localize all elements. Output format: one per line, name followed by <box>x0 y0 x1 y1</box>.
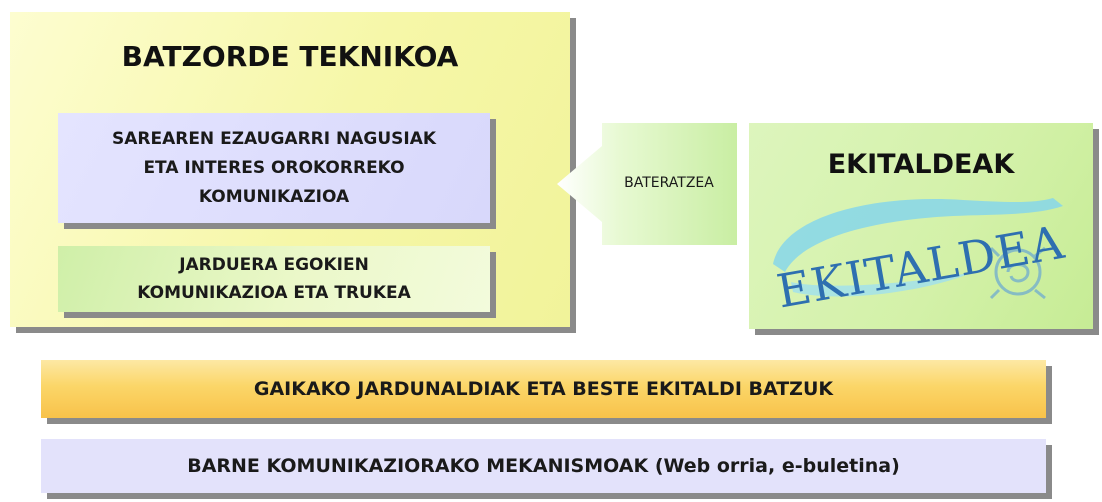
gaikako-jardunaldiak-bar: GAIKAKO JARDUNALDIAK ETA BESTE EKITALDI … <box>41 360 1046 418</box>
sarearen-ezaugarri-box: SAREAREN EZAUGARRI NAGUSIAK ETA INTERES … <box>58 113 490 223</box>
barne-komunikazio-bar: BARNE KOMUNIKAZIORAKO MEKANISMOAK (Web o… <box>41 439 1046 493</box>
ekitaldeak-panel: EKITALDEAK EKITALDEA <box>749 123 1093 329</box>
jarduera-egokien-box: JARDUERA EGOKIEN KOMUNIKAZIOA ETA TRUKEA <box>58 246 490 312</box>
ekitaldea-logo: EKITALDEA <box>773 198 1068 311</box>
ekitaldeak-title: EKITALDEAK <box>827 149 1015 180</box>
bateratzea-label: BATERATZEA <box>624 175 714 191</box>
bateratzea-arrow <box>557 123 737 245</box>
batzorde-teknikoa-title: BATZORDE TEKNIKOA <box>121 40 459 73</box>
